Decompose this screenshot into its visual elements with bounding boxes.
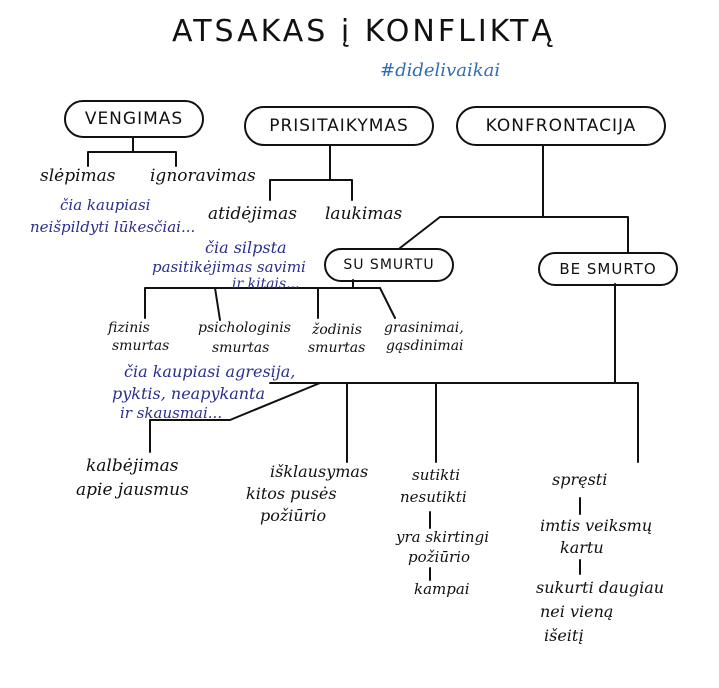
node-vengimas: VENGIMAS: [64, 100, 204, 138]
node-su-smurtu: SU SMURTU: [324, 248, 454, 282]
leaf-grasinimai-2: gąsdinimai: [386, 338, 464, 354]
leaf-sutikti-5: kampai: [414, 580, 470, 598]
leaf-zodinis-2: smurtas: [308, 340, 366, 356]
leaf-slepimas: slėpimas: [40, 166, 116, 186]
leaf-psichologinis-2: smurtas: [212, 340, 270, 356]
note-vengimas-2: neišpildyti lūkesčiai...: [30, 218, 196, 236]
leaf-sutikti-4: požiūrio: [408, 548, 470, 566]
leaf-spresti-2: imtis veiksmų: [540, 516, 653, 535]
leaf-laukimas: laukimas: [325, 204, 403, 224]
leaf-isklausymas-3: požiūrio: [260, 506, 327, 525]
leaf-isklausymas-2: kitos pusės: [246, 484, 337, 503]
node-prisitaikymas: PRISITAIKYMAS: [244, 106, 434, 146]
hashtag: #didelivaikai: [380, 60, 501, 81]
note-prisitaikymas-2: pasitikėjimas savimi: [152, 258, 306, 276]
leaf-spresti-bar-2: |: [576, 560, 580, 574]
note-prisitaikymas-1: čia silpsta: [205, 238, 287, 257]
leaf-kalbejimas-2: apie jausmus: [76, 480, 189, 500]
vengimas-connector: [87, 137, 177, 167]
note-su-smurtu-3: ir skausmai...: [120, 404, 223, 422]
su-smurtu-connector: [144, 279, 396, 321]
leaf-zodinis: žodinis: [312, 322, 362, 338]
prisitaikymas-connector: [269, 144, 353, 201]
konfrontacija-connector: [399, 144, 629, 253]
note-vengimas-1: čia kaupiasi: [60, 196, 151, 214]
leaf-spresti-3: kartu: [560, 538, 604, 557]
leaf-sutikti-2: nesutikti: [400, 488, 467, 506]
note-su-smurtu-2: pyktis, neapykanta: [112, 384, 266, 403]
leaf-psichologinis: psichologinis: [198, 320, 291, 336]
leaf-sutikti: sutikti: [412, 466, 461, 484]
leaf-spresti-bar: |: [576, 498, 580, 512]
be-smurto-connector: [149, 283, 639, 463]
leaf-kalbejimas: kalbėjimas: [86, 456, 179, 476]
note-prisitaikymas-3: ir kitais...: [232, 276, 300, 292]
node-be-smurto: BE SMURTO: [538, 252, 678, 286]
leaf-spresti-6: išeitį: [544, 626, 584, 645]
node-konfrontacija: KONFRONTACIJA: [456, 106, 666, 146]
leaf-spresti-5: nei vieną: [540, 602, 614, 621]
leaf-fizinis-2: smurtas: [112, 338, 170, 354]
leaf-ignoravimas: ignoravimas: [150, 166, 256, 186]
leaf-sutikti-bar: |: [426, 510, 430, 524]
leaf-fizinis: fizinis: [108, 320, 150, 336]
note-su-smurtu-1: čia kaupiasi agresija,: [124, 362, 296, 381]
leaf-atidejimas: atidėjimas: [208, 204, 298, 224]
leaf-isklausymas: išklausymas: [270, 462, 369, 481]
leaf-sutikti-3: yra skirtingi: [396, 528, 489, 546]
page-title: ATSAKAS į KONFLIKTĄ: [172, 14, 555, 49]
leaf-spresti-4: sukurti daugiau: [536, 578, 665, 597]
leaf-grasinimai: grasinimai,: [384, 320, 464, 336]
leaf-spresti: spręsti: [552, 470, 608, 489]
